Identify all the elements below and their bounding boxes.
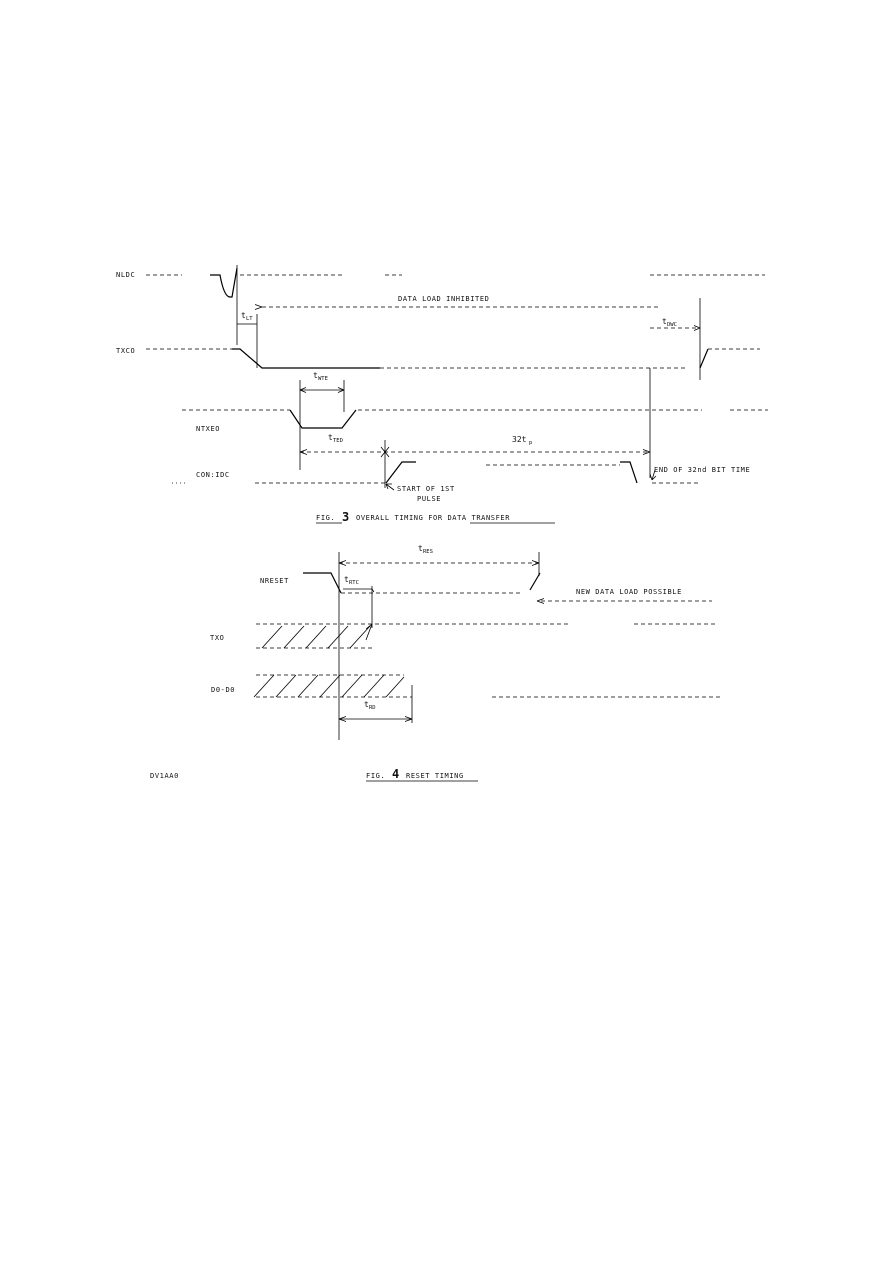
waveform-conidc [172, 461, 700, 484]
t-lt-dimension: t LT [237, 311, 258, 368]
t-rd-base: t [364, 700, 369, 709]
end-bit-annotation: END OF 32nd BIT TIME [649, 466, 750, 481]
t-res-sub: RES [423, 549, 433, 555]
waveform-data-bus: t RD [253, 674, 722, 723]
signal-label-ntxeo: NTXEO [196, 425, 220, 433]
fig4-caption-number: 4 [392, 767, 399, 781]
t-32tp-dimension: 32t p [299, 368, 651, 488]
t-rd-sub: RD [369, 705, 376, 711]
period-sub: p [529, 440, 532, 446]
t-rtc-base: t [344, 575, 349, 584]
fig3-overall-timing: NLDC TXCO NTXEO CON:IDC DATA LOAD INHIBI… [116, 265, 768, 524]
t-ted-sub: TED [333, 438, 343, 444]
fig4-caption-prefix: FIG. [366, 772, 385, 780]
t-ted-base: t [328, 433, 333, 442]
new-data-arrow: NEW DATA LOAD POSSIBLE [536, 588, 712, 604]
data-load-inhibited-label: DATA LOAD INHIBITED [398, 295, 489, 303]
t-lt-sub: LT [246, 316, 253, 322]
t-wte-base: t [313, 371, 318, 380]
new-data-label: NEW DATA LOAD POSSIBLE [576, 588, 682, 596]
t-rtc-sub: RTC [349, 580, 359, 586]
end-bit-label: END OF 32nd BIT TIME [654, 466, 750, 474]
waveform-nreset: t RTC [303, 572, 541, 628]
data-load-inhibited-arrow: DATA LOAD INHIBITED [254, 295, 701, 380]
start-pulse-label-line1: START OF 1ST [397, 485, 455, 493]
fig4-reset-timing: t RES NRESET t RTC NEW DATA LOAD POSSIBL… [150, 544, 722, 782]
fig3-caption-number: 3 [342, 510, 349, 524]
t-lt-base: t [241, 311, 246, 320]
start-pulse-label-line2: PULSE [417, 495, 441, 503]
t-dwc-sub: DWC [667, 322, 677, 328]
fig4-caption-text: RESET TIMING [406, 772, 464, 780]
waveform-txco [146, 348, 760, 369]
t-dwc-dimension: t DWC [650, 317, 701, 331]
t-wte-sub: WTE [318, 376, 328, 382]
fig3-caption-text: OVERALL TIMING FOR DATA TRANSFER [356, 514, 510, 522]
signal-label-nldc: NLDC [116, 271, 135, 279]
t-res-dimension: t RES [338, 544, 540, 740]
start-pulse-annotation: START OF 1ST PULSE [385, 483, 455, 503]
signal-label-nreset: NRESET [260, 577, 289, 585]
signal-label-txco: TXCO [116, 347, 135, 355]
signal-label-conidc: CON:IDC [196, 471, 230, 479]
t-wte-dimension: t WTE [299, 371, 345, 470]
waveform-nldc [146, 265, 765, 345]
fig3-caption-prefix: FIG. [316, 514, 335, 522]
waveform-ntxeo: t TED [182, 409, 768, 444]
fig3-caption: FIG. 3 OVERALL TIMING FOR DATA TRANSFER [316, 510, 555, 524]
signal-label-data: D0-D0 [211, 686, 235, 694]
t-dwc-base: t [662, 317, 667, 326]
t-res-base: t [418, 544, 423, 553]
waveform-txo [256, 623, 716, 649]
fig4-caption: FIG. 4 RESET TIMING [366, 767, 478, 782]
period-base: 32t [512, 435, 527, 444]
signal-label-txo: TXO [210, 634, 224, 642]
doc-code: DV1AA0 [150, 772, 179, 780]
